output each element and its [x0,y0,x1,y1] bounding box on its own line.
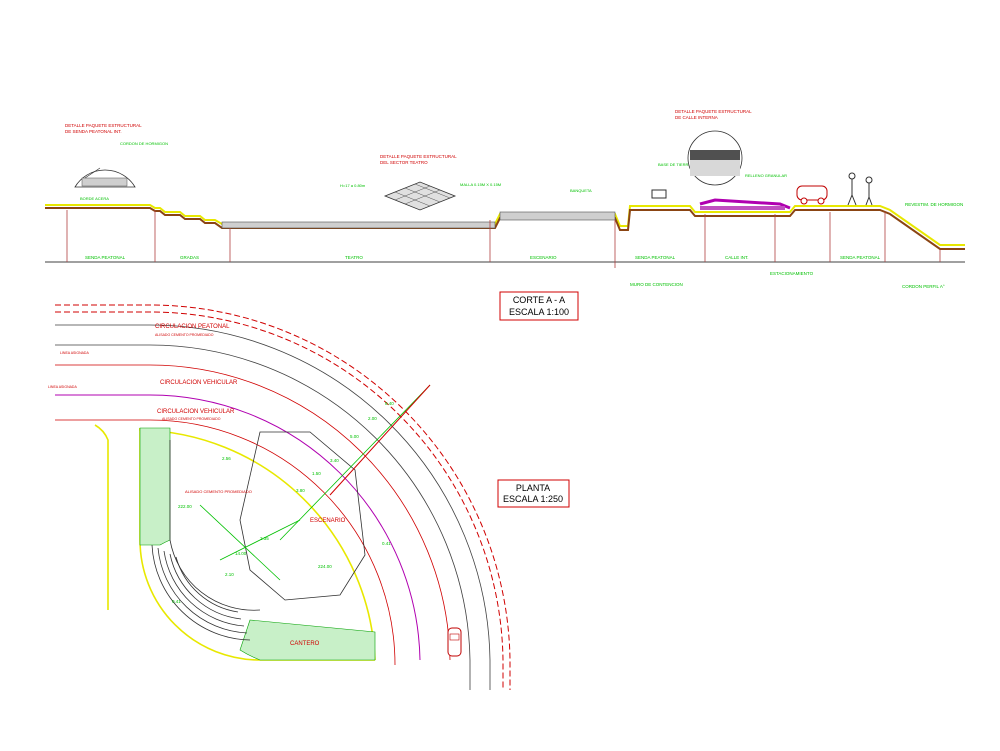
dim-text: 2.10 [225,572,234,577]
dim-text: 5.00 [350,434,359,439]
note-fill: RELLENO GRANULAR [745,173,787,178]
note-mesh: MALLA 0.15M X 0.15M [460,182,501,187]
note-parking: ESTACIONAMIENTO [770,271,814,276]
note-base: BASE DE TIERRA [658,162,691,167]
note-bench: BANQUETA [570,188,592,193]
walkway-outer [55,324,491,690]
zone-label: CALLE INT. [725,255,749,260]
detail-bubble-left [74,167,136,188]
plan-scale: ESCALA 1:250 [503,494,563,504]
dim-line-main [279,384,431,541]
zone-label: GRADAS [180,255,199,260]
plan-title: PLANTA [516,483,550,493]
stage-slab [499,211,616,221]
detail-left-title-2: DE SENDA PEATONAL INT. [65,129,122,134]
dim-text: 2.56 [222,456,231,461]
label-pedestrian-sub: ALISADO CEMENTO PROMEDIADO [155,333,214,337]
dim-text: 2.00 [368,416,377,421]
detail-bubble-right [687,130,743,186]
road-line-1 [55,364,451,661]
car-plan-icon [447,627,462,657]
outer-road-edge [55,304,511,690]
label-vehicular1: CIRCULACION VEHICULAR [160,380,238,386]
dim-text: 14.00 [235,551,247,556]
label-pedestrian: CIRCULACION PEATONAL [155,324,230,330]
dim-text: 3.40 [330,458,339,463]
dim-text: 222.00 [178,504,192,509]
plan-dimensions: 8.40 2.00 5.00 3.40 1.50 3.80 14.00 222.… [172,401,394,604]
note-wall: MURO DE CONTENCION [630,282,683,287]
section-scale: ESCALA 1:100 [509,307,569,317]
label-stage: ESCENARIO [310,518,346,524]
stage-outline [239,431,366,601]
plaza-curb [94,424,376,661]
dim-line-2 [199,504,281,581]
street-slab [700,206,785,210]
label-line2: LINEA ASIGNADA [48,385,77,389]
detail-center-title-1: DETALLE PAQUETE ESTRUCTURAL [380,154,457,159]
note-curb: CORDON PERFIL A° [902,284,945,289]
dim-text: 2.35 [260,536,269,541]
level-text: 0.41 [172,599,181,604]
section-title: CORTE A - A [513,295,565,305]
detail-center-title-2: DEL SECTOR TEATRO [380,160,428,165]
detail-left-title-1: DETALLE PAQUETE ESTRUCTURAL [65,123,142,128]
label-line1: LINEA ASIGNADA [60,351,89,355]
note-retaining: REVESTIM. DE HORMIGON [905,202,963,207]
mesh-detail [383,181,457,211]
plan-title-box: PLANTA ESCALA 1:250 [497,479,570,508]
zone-dividers [66,210,941,268]
note-curb-detail: CORDON DE HORMIGON [120,141,168,146]
zone-label: SENDA PEATONAL [840,255,881,260]
level-text: 0.41 [382,541,391,546]
road-line-3 [55,419,396,666]
plaza-floor-edge [169,440,261,611]
theatre-slab [221,221,496,229]
label-planter: CANTERO [290,641,320,647]
plan-view: CIRCULACION PEATONAL ALISADO CEMENTO PRO… [48,304,511,690]
planter-left [139,427,171,546]
car-icon [796,185,828,205]
outer-road-edge-2 [55,311,504,690]
zone-labels: SENDA PEATONAL GRADAS TEATRO ESCENARIO S… [85,255,881,260]
person-icon [847,172,873,206]
note-height: H=17 a 0.80m [340,183,366,188]
section-title-box: CORTE A - A ESCALA 1:100 [499,291,579,321]
zone-label: SENDA PEATONAL [85,255,126,260]
chair-icon [651,189,667,199]
walkway-inner [55,344,471,690]
zone-label: TEATRO [345,255,363,260]
note-border: BORDE ACERA [80,196,109,201]
dim-line-arrow [329,384,431,496]
detail-right-title-2: DE CALLE INTERNA [675,115,718,120]
zone-label: ESCENARIO [530,255,557,260]
section-view: SENDA PEATONAL GRADAS TEATRO ESCENARIO S… [45,109,965,289]
road-line-2 [55,394,421,661]
dim-line-3 [219,519,301,561]
seating-steps [151,544,251,641]
dim-text: 8.40 [385,401,394,406]
zone-label: SENDA PEATONAL [635,255,676,260]
plaza-outline [139,428,375,661]
dim-text: 3.80 [296,488,305,493]
label-floor: ALISADO CEMENTO PROMEDIADO [185,489,252,494]
dim-text: 1.50 [312,471,321,476]
label-vehicular2-sub: ALISADO CEMENTO PROMEDIADO [162,417,221,421]
dim-text: 224.00 [318,564,332,569]
label-vehicular2: CIRCULACION VEHICULAR [157,409,235,415]
planter-bottom [239,619,376,661]
detail-right-title-1: DETALLE PAQUETE ESTRUCTURAL [675,109,752,114]
